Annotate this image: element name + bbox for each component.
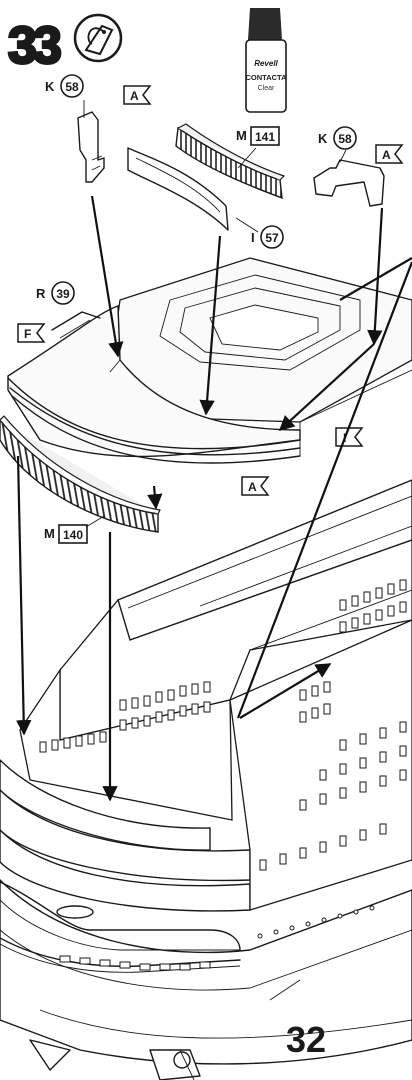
part-number: 57 bbox=[265, 231, 279, 245]
window-grid-lower bbox=[59, 721, 407, 971]
part-number: 58 bbox=[65, 80, 79, 94]
part-number: 39 bbox=[56, 287, 70, 301]
glue-bottle-icon: Revell CONTACTA Clear bbox=[245, 8, 288, 113]
part-callout-m141: M 141 bbox=[236, 126, 280, 146]
glue-brand-label: Revell bbox=[254, 59, 278, 68]
glue-variant-label: Clear bbox=[258, 85, 275, 92]
flag-a-bottom: A bbox=[241, 476, 270, 496]
svg-text:A: A bbox=[248, 480, 257, 494]
ship-hull bbox=[0, 479, 412, 1080]
part-k58-left bbox=[77, 100, 105, 183]
part-number: 141 bbox=[255, 130, 275, 144]
part-number: 140 bbox=[63, 528, 83, 542]
svg-text:A: A bbox=[382, 148, 391, 162]
flag-a-right: A bbox=[375, 144, 404, 164]
part-callout-m140: M 140 bbox=[44, 524, 88, 544]
step-number: 33 bbox=[8, 17, 61, 75]
assembly-arrows bbox=[16, 195, 412, 802]
flag-i: I bbox=[335, 427, 364, 447]
sprue-letter: M bbox=[44, 526, 55, 541]
sprue-letter: K bbox=[318, 131, 328, 146]
part-callout-k58-left: K 58 bbox=[45, 74, 84, 98]
window-grid-upper bbox=[39, 579, 407, 753]
part-callout-i57: I 57 bbox=[251, 225, 284, 249]
part-number: 58 bbox=[338, 132, 352, 146]
deck-assembly bbox=[7, 257, 412, 464]
part-m141 bbox=[175, 123, 285, 200]
flag-f: F bbox=[17, 323, 46, 343]
flag-a-top: A bbox=[123, 85, 152, 105]
glue-tag-icon bbox=[73, 13, 123, 63]
next-step-number: 32 bbox=[286, 1019, 326, 1060]
part-callout-r39: R 39 bbox=[36, 281, 75, 305]
part-i57 bbox=[127, 147, 259, 233]
svg-text:A: A bbox=[130, 89, 139, 103]
sprue-letter: M bbox=[236, 128, 247, 143]
sprue-letter: I bbox=[251, 230, 255, 245]
part-k58-right bbox=[313, 149, 385, 207]
glue-product-label: CONTACTA bbox=[246, 73, 288, 82]
sprue-letter: K bbox=[45, 79, 55, 94]
sprue-letter: R bbox=[36, 286, 46, 301]
svg-text:F: F bbox=[24, 327, 31, 341]
part-callout-k58-right: K 58 bbox=[318, 126, 357, 150]
